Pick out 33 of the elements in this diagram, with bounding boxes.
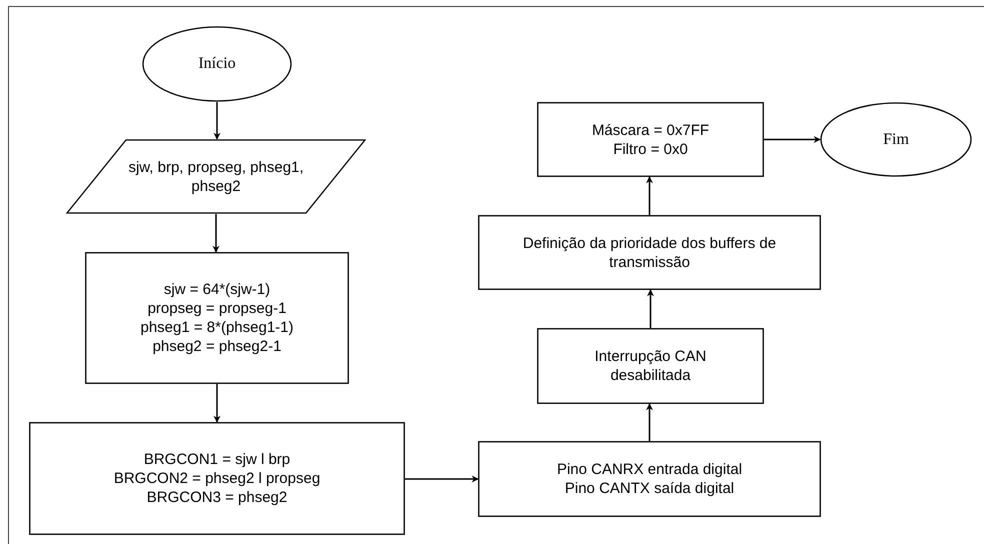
node-text: Pino CANRX entrada digital — [556, 460, 744, 479]
node-text: BRGCON1 = sjw l brp — [142, 450, 292, 469]
node-text: sjw = 64*(sjw-1) — [162, 280, 272, 299]
node-text: BRGCON2 = phseg2 l propseg — [112, 469, 322, 488]
arrow — [214, 102, 220, 140]
node-text: phseg2 = phseg2-1 — [152, 337, 282, 356]
arrow — [646, 403, 653, 441]
node-text: Máscara = 0x7FF — [590, 120, 710, 140]
node-text: BRGCON3 = phseg2 — [146, 488, 288, 507]
arrow — [646, 176, 653, 215]
node-text: Início — [198, 54, 236, 74]
node-text: Interrupção CAN desabilitada — [594, 347, 708, 385]
process-box — [478, 441, 821, 517]
process-box — [478, 215, 821, 290]
node-text: Definição da prioridade dos buffers de transmissão — [522, 234, 778, 272]
node-text: phseg1 = 8*(phseg1-1) — [139, 318, 295, 337]
input-parallelogram — [66, 139, 366, 214]
start-ellipse — [142, 26, 292, 102]
process-box — [537, 102, 764, 177]
node-text: propseg = propseg-1 — [146, 299, 288, 318]
node-text: sjw, brp, propseg, phseg1, phseg2 — [127, 158, 305, 196]
node-text: Pino CANTX saída digital — [564, 479, 736, 498]
process-box — [537, 328, 764, 404]
arrow — [647, 289, 654, 328]
arrow — [212, 214, 220, 253]
arrow — [405, 476, 479, 482]
node-text: Fim — [883, 130, 909, 150]
end-ellipse — [820, 102, 972, 177]
process-box — [29, 422, 405, 535]
node-text: Filtro = 0x0 — [612, 140, 689, 158]
arrow — [764, 136, 821, 143]
arrow — [214, 384, 220, 423]
process-box — [85, 252, 349, 384]
